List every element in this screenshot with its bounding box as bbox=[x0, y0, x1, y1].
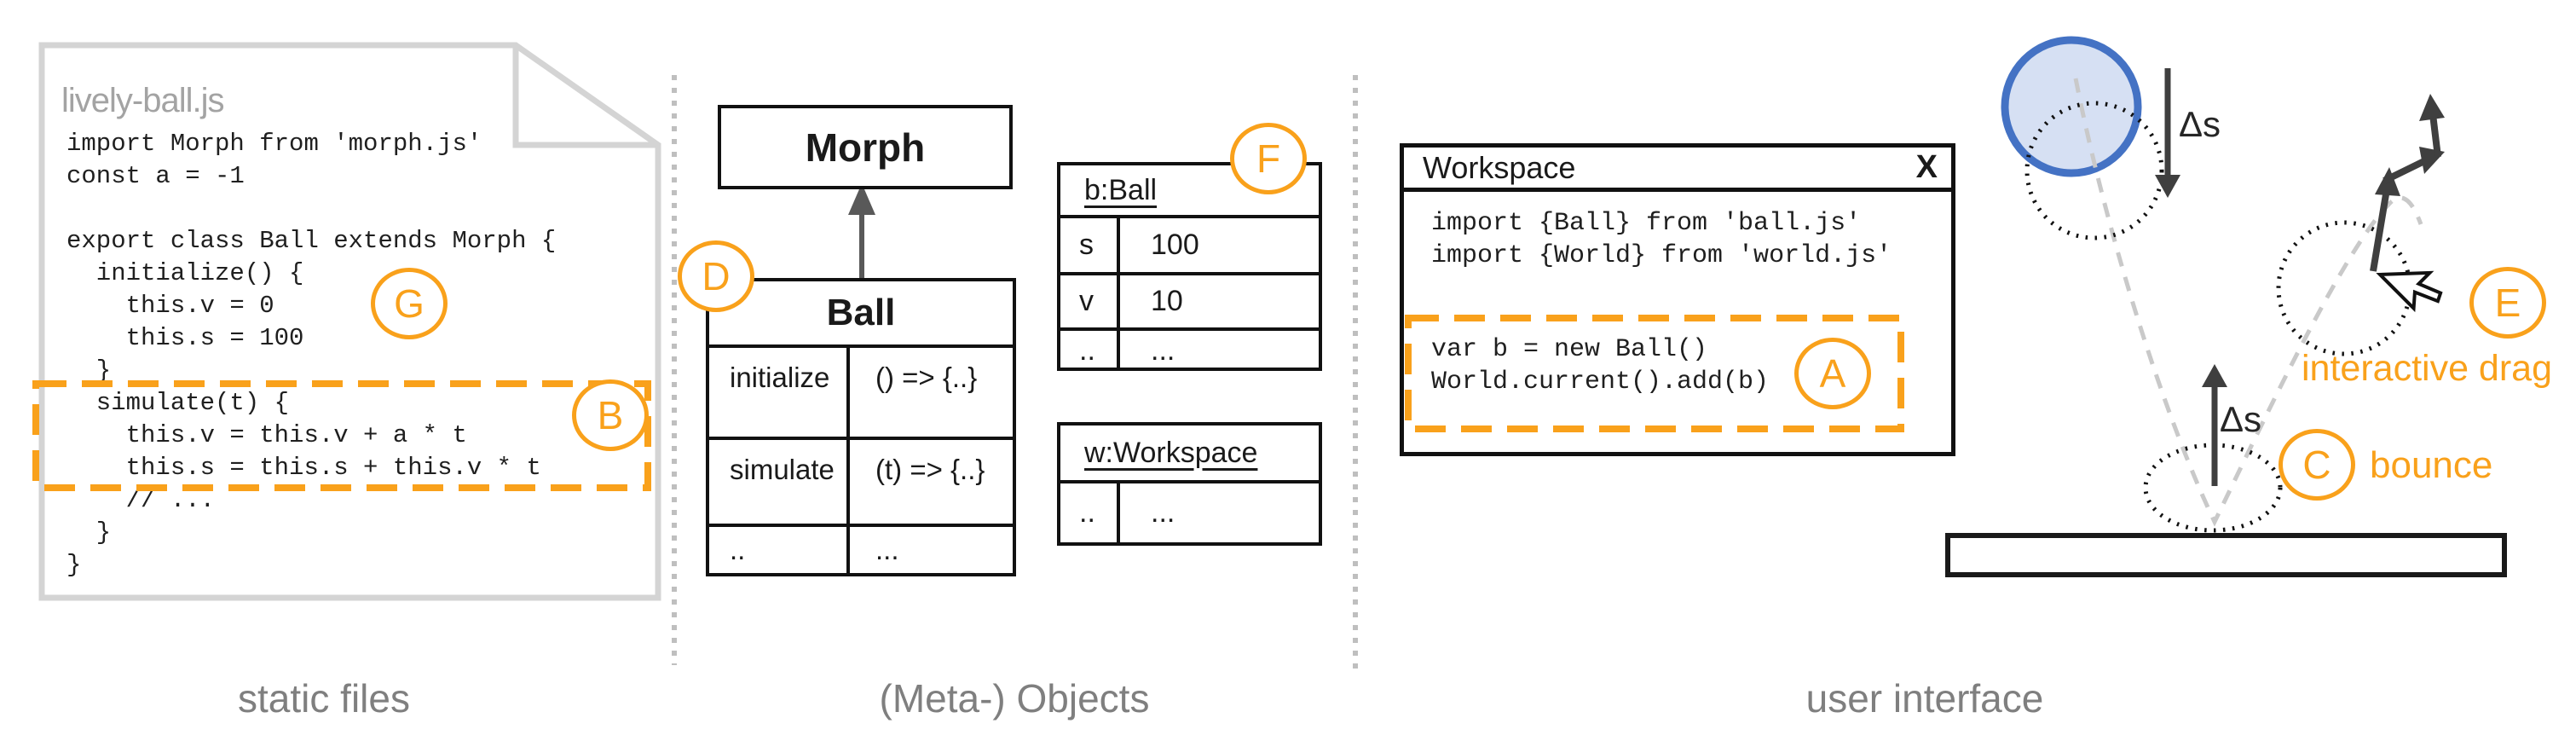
table-row: .. ... bbox=[1060, 483, 1319, 542]
badge-D: D bbox=[678, 240, 754, 312]
code-line: this.v = this.v + a * t bbox=[66, 421, 467, 449]
delta-s-down-arrow-head-icon bbox=[2155, 175, 2180, 198]
badge-G: G bbox=[371, 268, 448, 339]
code-line: } bbox=[66, 518, 112, 547]
slot-name-cell: .. bbox=[1060, 331, 1120, 371]
ground-platform bbox=[1945, 533, 2507, 577]
ball-class-table: Ball initialize () => {..} simulate (t) … bbox=[706, 278, 1016, 576]
object-title: w:Workspace bbox=[1060, 425, 1319, 483]
section-label-meta-objects: (Meta-) Objects bbox=[879, 676, 1150, 721]
code-line: this.v = 0 bbox=[66, 292, 274, 320]
method-value-cell: () => {..} bbox=[875, 362, 978, 393]
workspace-titlebar: Workspace X bbox=[1404, 148, 1951, 192]
table-row: .. ... bbox=[1060, 327, 1319, 371]
section-label-static-files: static files bbox=[238, 676, 410, 721]
bounce-caption: bounce bbox=[2370, 444, 2493, 486]
code-line: } bbox=[66, 551, 82, 579]
slot-value-cell: ... bbox=[1151, 334, 1175, 367]
method-value-cell: ... bbox=[875, 534, 899, 565]
ghost-ball-bounce-icon bbox=[2143, 443, 2283, 533]
slot-name-cell: .. bbox=[1060, 483, 1120, 542]
workspace-code-line: import {Ball} from 'ball.js' bbox=[1431, 209, 1862, 238]
workspace-title: Workspace bbox=[1423, 149, 1576, 185]
table-row: v 10 bbox=[1060, 272, 1319, 327]
workspace-window: Workspace X import {Ball} from 'ball.js'… bbox=[1400, 143, 1955, 456]
workspace-code-line: import {World} from 'world.js' bbox=[1431, 241, 1892, 270]
section-label-user-interface: user interface bbox=[1805, 676, 2044, 721]
delta-s-up-arrow-head-icon bbox=[2202, 364, 2227, 387]
workspace-code-line: World.current().add(b) bbox=[1431, 368, 1770, 397]
slot-value-cell: 10 bbox=[1151, 285, 1183, 317]
badge-A: A bbox=[1794, 338, 1871, 409]
file-fold-corner-icon bbox=[512, 45, 658, 148]
code-line: export class Ball extends Morph { bbox=[66, 227, 557, 255]
code-line: // ... bbox=[66, 486, 216, 514]
w-workspace-object-table: w:Workspace .. ... bbox=[1057, 422, 1322, 546]
file-name-label: lively-ball.js bbox=[61, 82, 224, 119]
method-name-cell: simulate bbox=[709, 440, 850, 524]
close-button[interactable]: X bbox=[1915, 149, 1938, 185]
ball-morph-icon bbox=[2001, 36, 2142, 177]
workspace-code-line: var b = new Ball() bbox=[1431, 335, 1708, 364]
badge-F: F bbox=[1230, 123, 1307, 194]
code-line: initialize() { bbox=[66, 259, 304, 287]
delta-s-up-label: Δs bbox=[2220, 399, 2262, 439]
code-line: import Morph from 'morph.js' bbox=[66, 130, 482, 158]
mouse-cursor-icon bbox=[2376, 270, 2443, 313]
table-row: initialize () => {..} bbox=[709, 348, 1013, 437]
badge-E: E bbox=[2469, 267, 2546, 339]
code-line: } bbox=[66, 356, 112, 385]
morph-class-box: Morph bbox=[718, 105, 1013, 189]
method-name-cell: .. bbox=[709, 527, 850, 576]
delta-s-down-label: Δs bbox=[2179, 104, 2221, 144]
ball-class-title: Ball bbox=[709, 281, 1013, 348]
table-row: s 100 bbox=[1060, 218, 1319, 272]
ghost-ball-drag-icon bbox=[2276, 220, 2412, 356]
code-line: this.s = this.s + this.v * t bbox=[66, 454, 541, 482]
slot-value-cell: ... bbox=[1151, 496, 1175, 529]
code-line: this.s = 100 bbox=[66, 324, 304, 352]
code-line: const a = -1 bbox=[66, 162, 245, 190]
table-row: simulate (t) => {..} bbox=[709, 437, 1013, 524]
slot-name-cell: v bbox=[1060, 275, 1120, 327]
slot-value-cell: 100 bbox=[1151, 229, 1199, 261]
interactive-drag-caption: interactive drag bbox=[2302, 348, 2552, 389]
ghost-ball-falling-icon bbox=[2024, 101, 2164, 240]
method-name-cell: initialize bbox=[709, 348, 850, 437]
code-line: simulate(t) { bbox=[66, 389, 290, 417]
table-row: .. ... bbox=[709, 524, 1013, 576]
b-ball-object-table: b:Ball s 100 v 10 .. ... bbox=[1057, 162, 1322, 371]
object-title: b:Ball bbox=[1060, 165, 1319, 218]
badge-B: B bbox=[572, 379, 649, 451]
drag-motion-arrows bbox=[2370, 94, 2445, 272]
morph-class-label: Morph bbox=[805, 124, 926, 170]
slot-name-cell: s bbox=[1060, 218, 1120, 272]
badge-C: C bbox=[2279, 429, 2355, 501]
method-value-cell: (t) => {..} bbox=[875, 454, 985, 485]
